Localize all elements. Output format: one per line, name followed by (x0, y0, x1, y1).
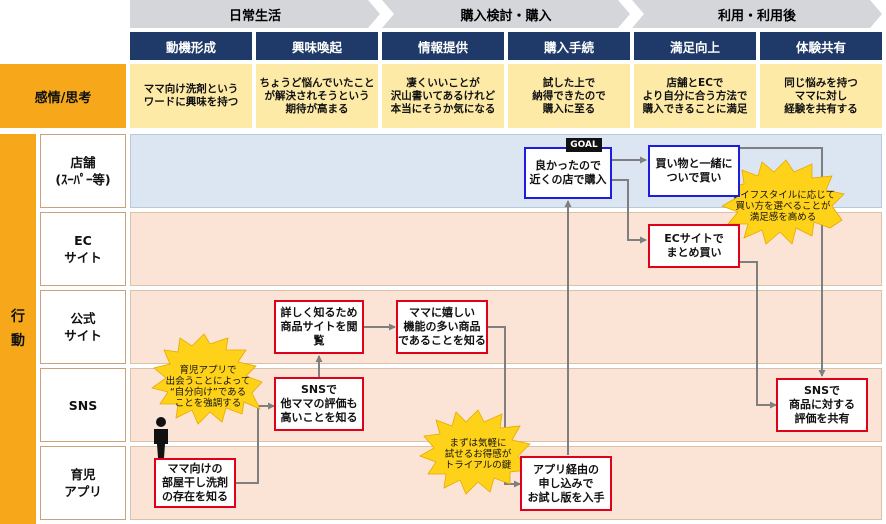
phase-arrow-1 (130, 0, 380, 28)
phase-label-2: 購入検討・購入 (460, 8, 552, 24)
step-learn-features: ママに嬉しい 機能の多い商品 であることを知る (396, 300, 488, 354)
arrow-extra-to-share (740, 147, 826, 377)
step-extra-buy: 買い物と一緒に ついで買い (648, 145, 740, 197)
emotion-cell-3: 凄くいいことが 沢山書いてあるけれど 本当にそうか気になる (382, 64, 504, 128)
stage-header-6: 体験共有 (760, 32, 882, 60)
arrow-official-to-trial (488, 326, 521, 488)
note-app-emphasis: 育児アプリで 出会うことによって “自分向け”である ことを強調する (165, 365, 251, 409)
phase-arrow-3 (632, 0, 882, 28)
emotion-row-label: 感情/思考 (0, 64, 126, 128)
arrow-ec-to-share (740, 261, 777, 409)
note-trial-key: まずは気軽に 試せるお得感が トライアルの鍵 (444, 438, 512, 471)
person-icon (154, 417, 168, 458)
stage-header-5: 満足向上 (634, 32, 756, 60)
row-label-official: 公式 サイト (40, 290, 126, 364)
step-share-review: SNSで 商品に対する 評価を共有 (776, 378, 868, 432)
arrow-store-to-ec (612, 179, 647, 244)
emotion-cell-2: ちょうど悩んでいたこと が解決されそうという 期待が高まる (256, 64, 378, 128)
burst-note-2 (419, 409, 531, 495)
row-label-store: 店舗 (ｽｰﾊﾟｰ等) (40, 134, 126, 208)
step-get-trial: アプリ経由の 申し込みで お試し版を入手 (520, 456, 612, 511)
emotion-cell-4: 試した上で 納得できたので 購入に至る (508, 64, 630, 128)
note-lifestyle: ライフスタイルに応じて 買い方を選べることが 満足感を高める (730, 190, 836, 223)
emotion-cell-6: 同じ悩みを持つ ママに対し 経験を共有する (760, 64, 882, 128)
goal-badge: GOAL (566, 138, 602, 152)
stage-header-2: 興味喚起 (256, 32, 378, 60)
phase-arrow-2 (382, 0, 630, 28)
stage-header-1: 動機形成 (130, 32, 252, 60)
phase-label-1: 日常生活 (228, 8, 281, 24)
phase-header: 日常生活 購入検討・購入 利用・利用後 (130, 0, 886, 28)
emotion-cell-1: ママ向け洗剤という ワードに興味を持つ (130, 64, 252, 128)
arrow-app-to-sns (236, 402, 275, 484)
step-sns-review: SNSで 他ママの評価も 高いことを知る (274, 377, 364, 431)
stage-header-3: 情報提供 (382, 32, 504, 60)
row-label-sns: SNS (40, 368, 126, 442)
step-browse-site: 詳しく知るため 商品サイトを閲覧 (274, 300, 364, 354)
burst-note-1 (151, 333, 263, 425)
row-label-app: 育児 アプリ (40, 446, 126, 520)
row-label-ec: EC サイト (40, 212, 126, 286)
action-section-label: 行 動 (0, 134, 36, 524)
step-buy-store: 良かったので 近くの店で購入 (524, 147, 612, 199)
step-know-product: ママ向けの 部屋干し洗剤 の存在を知る (154, 458, 236, 508)
phase-label-3: 利用・利用後 (717, 8, 796, 24)
phase-arrows (130, 0, 882, 28)
stage-header-4: 購入手続 (508, 32, 630, 60)
step-ec-bulk: ECサイトで まとめ買い (648, 224, 740, 268)
emotion-cell-5: 店舗とECで より自分に合う方法で 購入できることに満足 (634, 64, 756, 128)
